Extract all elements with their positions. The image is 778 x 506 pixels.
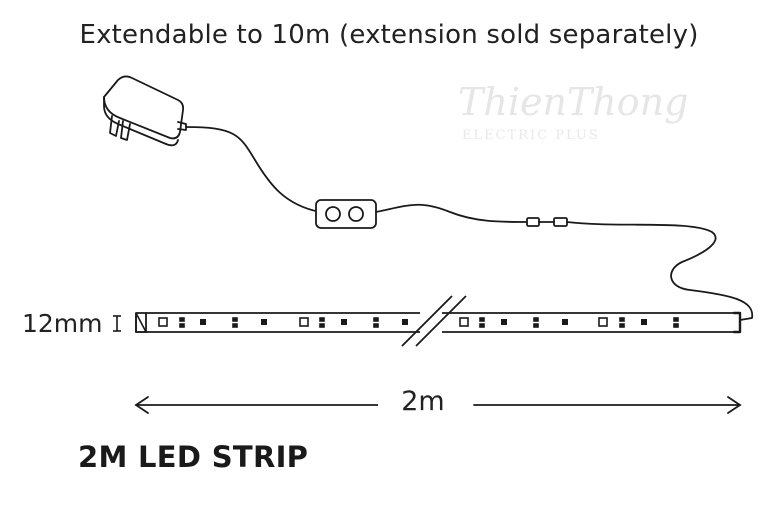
length-label: 2m xyxy=(378,386,468,417)
power-cable xyxy=(185,126,321,213)
length-dimension-arrow xyxy=(134,396,742,414)
power-adapter-icon xyxy=(103,75,187,147)
controller-box-icon xyxy=(315,199,377,229)
connector-icon xyxy=(526,217,568,227)
led-chips xyxy=(158,317,679,328)
product-title: 2M LED STRIP xyxy=(78,440,309,474)
width-label: 12mm xyxy=(22,309,103,338)
watermark-subtitle: ELECTRIC PLUS xyxy=(462,128,600,143)
watermark-logo-text: ThienThong xyxy=(458,80,689,124)
strip-break-mark xyxy=(401,295,467,347)
extension-caption: Extendable to 10m (extension sold separa… xyxy=(79,20,699,50)
controller-cable xyxy=(375,203,527,223)
strip-cable xyxy=(566,221,753,321)
width-dimension-marker xyxy=(113,312,148,333)
